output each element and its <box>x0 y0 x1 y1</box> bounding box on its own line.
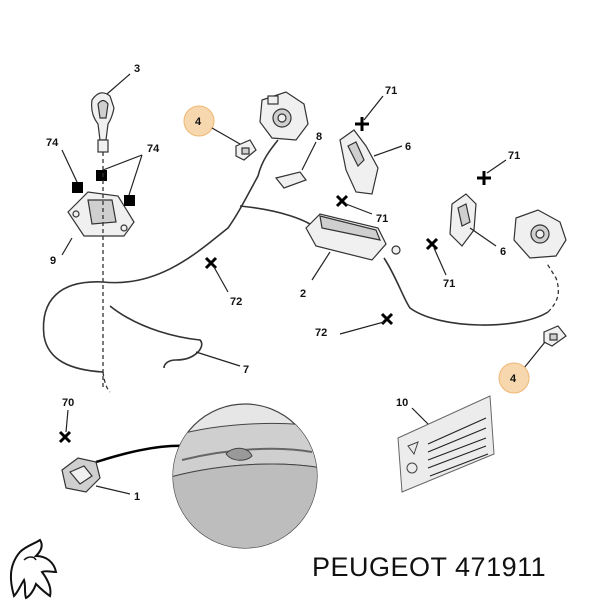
brake-cables <box>42 139 560 464</box>
callout-8: 8 <box>316 131 322 143</box>
part-6-bracket-right <box>449 193 497 247</box>
part-4-clip-top <box>235 139 257 161</box>
marker-71-top <box>355 95 384 131</box>
callout-7: 7 <box>243 364 249 376</box>
callout-9: 9 <box>50 255 56 267</box>
callout-4-right: 4 <box>510 373 517 385</box>
callout-72-right: 72 <box>315 327 327 339</box>
part-3-lever-handle <box>91 73 131 153</box>
callout-71-top: 71 <box>385 85 397 97</box>
callout-3: 3 <box>134 63 140 75</box>
part-2-actuator <box>305 213 401 281</box>
callout-6-right: 6 <box>500 246 506 258</box>
callout-2: 2 <box>300 288 306 300</box>
callout-74-right: 74 <box>147 143 160 155</box>
part-6-bracket-top <box>339 129 403 195</box>
marker-71-mid <box>335 194 373 215</box>
part-number-caption: PEUGEOT 471911 <box>312 552 547 582</box>
marker-71-right-bottom <box>425 237 447 276</box>
marker-72-left <box>204 256 229 293</box>
callout-74-left: 74 <box>46 137 59 149</box>
part-10-warning-label <box>397 395 495 493</box>
marker-71-right-top <box>477 159 507 185</box>
callout-72-left: 72 <box>230 296 242 308</box>
marker-72-right <box>339 312 394 335</box>
callout-10: 10 <box>396 397 408 409</box>
callout-71-right-top: 71 <box>508 150 520 162</box>
highlight-part-4-right <box>498 362 530 394</box>
left-caliper <box>259 91 309 141</box>
part-1-release-handle <box>61 457 101 493</box>
callout-71-right-bottom: 71 <box>443 278 455 290</box>
part-4-clip-right <box>543 325 567 347</box>
marker-70 <box>58 430 72 444</box>
peugeot-lion-logo-icon <box>9 538 58 600</box>
zoom-detail-view <box>172 403 318 549</box>
part-74-clips <box>61 149 143 206</box>
callout-70: 70 <box>62 397 74 409</box>
callout-4-top: 4 <box>195 116 202 128</box>
right-caliper <box>513 209 567 259</box>
callout-6-top: 6 <box>405 141 411 153</box>
part-9-lever-base <box>61 191 135 256</box>
highlight-part-4-top <box>183 105 215 137</box>
callout-71-mid: 71 <box>376 213 388 225</box>
part-8-bracket <box>274 141 317 189</box>
callout-1: 1 <box>134 491 140 503</box>
